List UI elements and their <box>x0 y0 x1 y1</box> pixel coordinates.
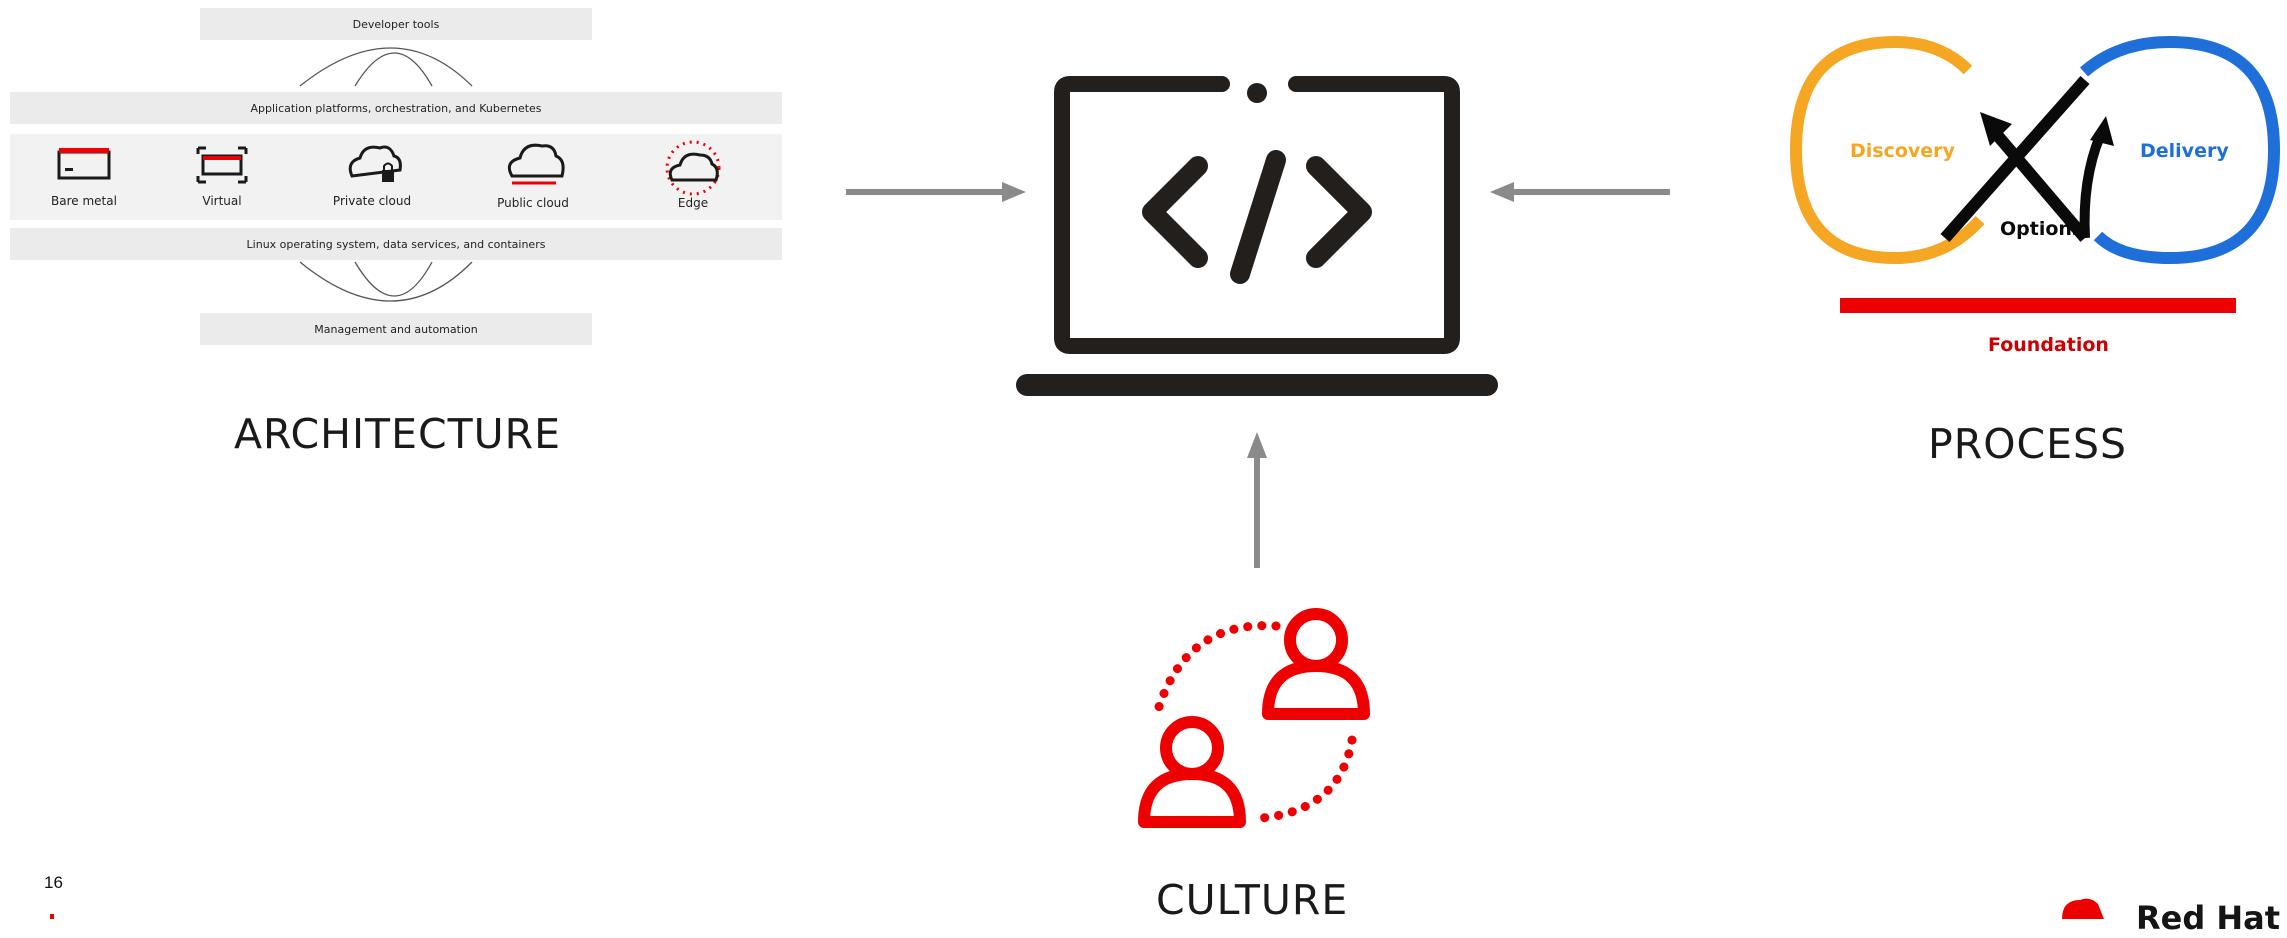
tier-virtual: Virtual <box>202 194 242 208</box>
footer-accent-mark <box>50 914 54 919</box>
tier-bare-metal: Bare metal <box>51 194 117 208</box>
arrow-from-architecture <box>846 182 1026 202</box>
culture-people-icon <box>1138 608 1370 828</box>
red-hat-logo-icon <box>2062 898 2104 919</box>
arrow-from-process <box>1490 182 1670 202</box>
discovery-label: Discovery <box>1850 140 1955 162</box>
tier-public-cloud: Public cloud <box>497 196 569 210</box>
laptop-code-icon <box>1016 76 1498 396</box>
person-icon <box>1138 716 1246 828</box>
foundation-bar <box>1840 298 2236 313</box>
page-number: 16 <box>44 873 63 892</box>
arrow-from-culture <box>1247 432 1267 568</box>
private-cloud-icon <box>348 145 402 182</box>
edge-cloud-icon <box>665 140 721 196</box>
infrastructure-tiers-band <box>10 134 782 220</box>
developer-tools-label: Developer tools <box>352 17 440 31</box>
virtual-machine-icon <box>196 146 248 184</box>
process-title: PROCESS <box>1928 420 2128 468</box>
exchange-dotted-arc <box>1257 735 1357 823</box>
tier-icons <box>57 140 721 196</box>
delivery-loop <box>2080 35 2281 265</box>
center-graphics <box>846 76 1670 568</box>
options-label: Options <box>2000 218 2084 240</box>
brand-name: Red Hat <box>2136 899 2281 937</box>
architecture-title: ARCHITECTURE <box>234 410 562 458</box>
foundation-label: Foundation <box>1988 334 2109 356</box>
person-icon <box>1262 608 1370 720</box>
tier-private-cloud: Private cloud <box>332 194 412 208</box>
culture-title: CULTURE <box>1156 876 1349 924</box>
delivery-label: Delivery <box>2140 140 2229 162</box>
developer-tools-band: Developer tools <box>200 8 592 40</box>
public-cloud-icon <box>507 143 565 185</box>
linux-os-label: Linux operating system, data services, a… <box>246 237 546 251</box>
app-platforms-label: Application platforms, orchestration, an… <box>250 101 542 115</box>
discovery-loop <box>1789 35 1985 265</box>
process-diagram <box>1789 35 2281 313</box>
exchange-dotted-arc <box>1153 621 1281 715</box>
architecture-arcs <box>299 47 473 302</box>
app-platforms-band: Application platforms, orchestration, an… <box>10 92 782 124</box>
server-icon <box>57 148 111 180</box>
linux-os-band: Linux operating system, data services, a… <box>10 228 782 260</box>
options-cross-arrows <box>1940 76 2114 242</box>
management-label: Management and automation <box>314 322 478 336</box>
management-band: Management and automation <box>200 313 592 345</box>
tier-edge: Edge <box>677 196 709 210</box>
